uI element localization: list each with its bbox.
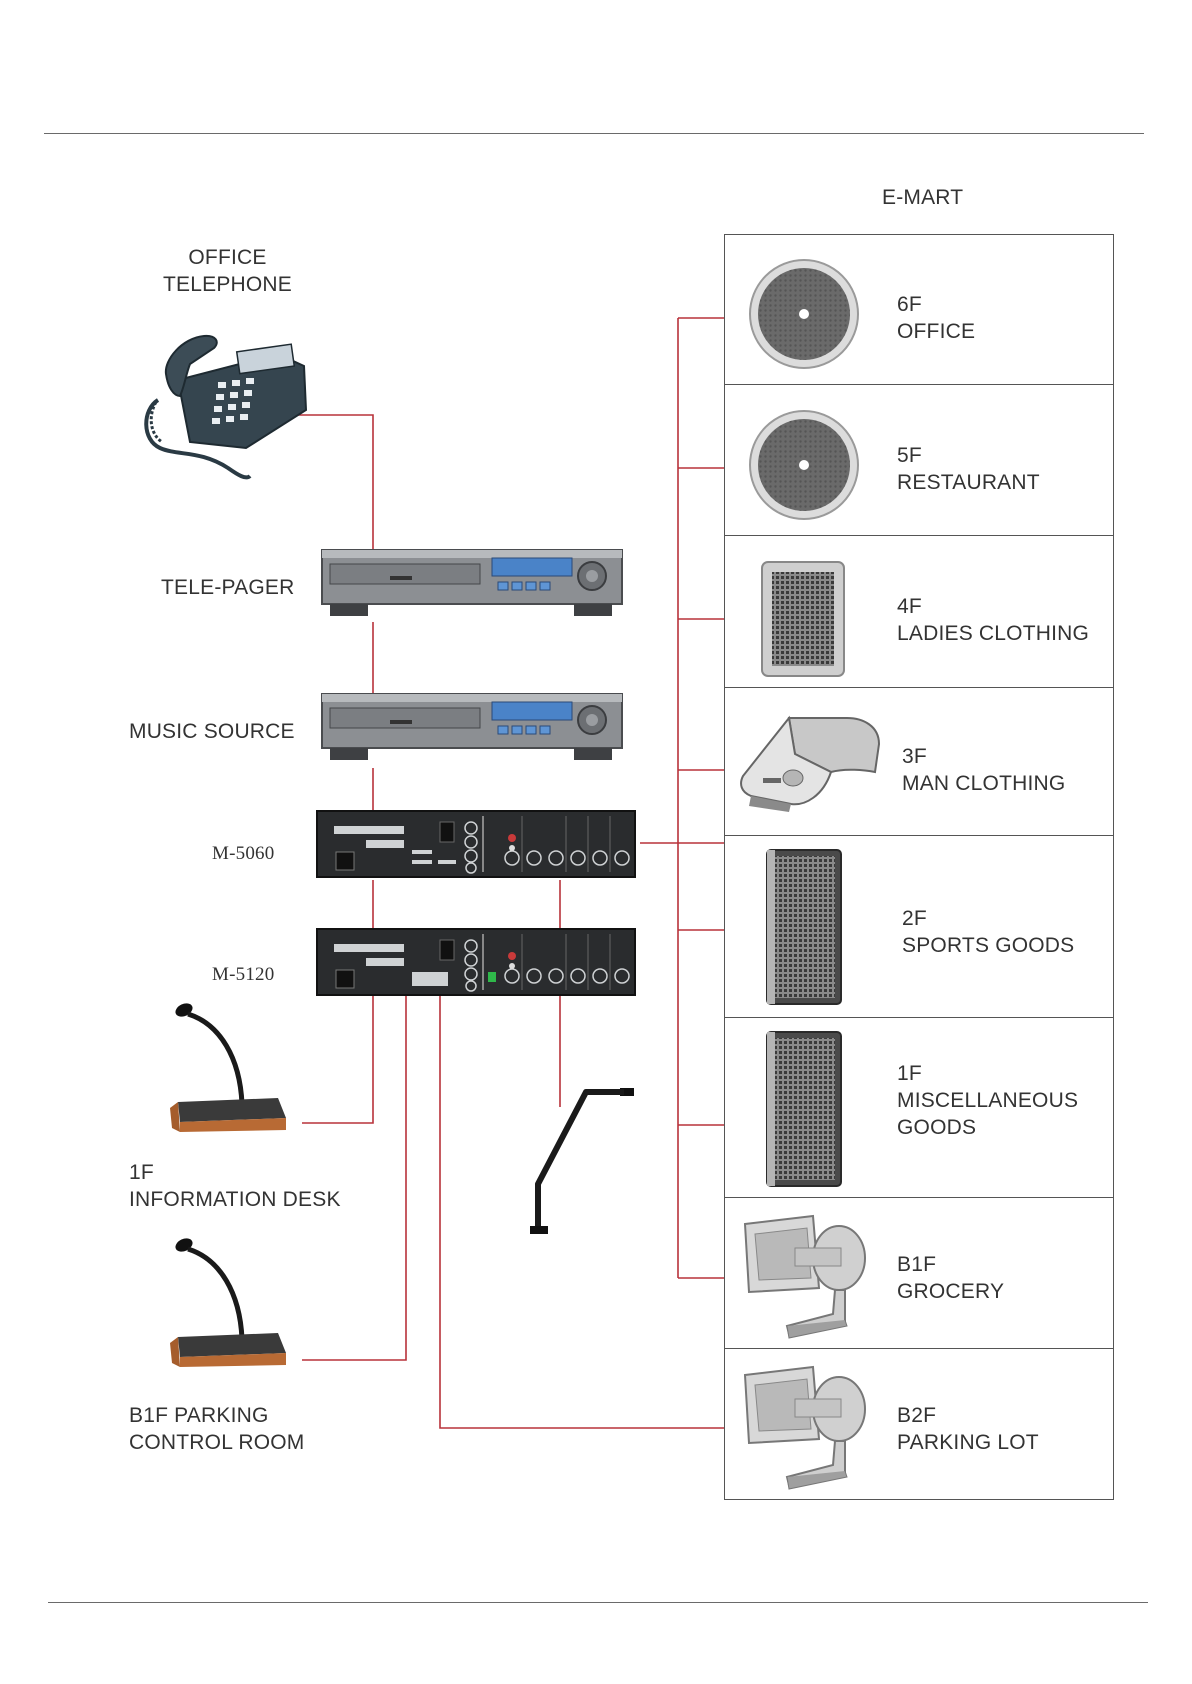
- desk-microphone-icon: [160, 998, 295, 1134]
- horn-speaker-icon: [735, 1365, 875, 1491]
- amp-1-model-label: M-5060: [212, 840, 274, 867]
- amplifier-m5120-device: [316, 928, 638, 998]
- ceiling-speaker-icon: [748, 409, 860, 521]
- diagram-title: E-MART: [882, 184, 963, 211]
- tele-pager-label: TELE-PAGER: [161, 574, 294, 601]
- zone-label-b1f: B1F GROCERY: [897, 1251, 1004, 1305]
- zone-label-3f: 3F MAN CLOTHING: [902, 743, 1065, 797]
- music-source-device: [320, 692, 626, 768]
- column-speaker-icon: [763, 848, 845, 1006]
- zone-label-1f: 1F MISCELLANEOUS GOODS: [897, 1060, 1078, 1141]
- horn-speaker-icon: [735, 1214, 875, 1340]
- info-desk-label: 1F INFORMATION DESK: [129, 1159, 341, 1213]
- zone-label-4f: 4F LADIES CLOTHING: [897, 593, 1089, 647]
- tele-pager-device: [320, 548, 626, 624]
- zone-label-2f: 2F SPORTS GOODS: [902, 905, 1074, 959]
- zone-label-5f: 5F RESTAURANT: [897, 442, 1040, 496]
- ceiling-speaker-icon: [748, 258, 860, 370]
- parking-control-label: B1F PARKING CONTROL ROOM: [129, 1402, 304, 1456]
- office-telephone-label: OFFICE TELEPHONE: [155, 244, 300, 298]
- gooseneck-microphone-icon: [520, 1088, 640, 1238]
- music-source-label: MUSIC SOURCE: [129, 718, 295, 745]
- surface-mount-speaker-icon: [735, 710, 885, 814]
- amplifier-m5060-device: [316, 810, 638, 880]
- desk-microphone-icon: [160, 1233, 295, 1369]
- amp-2-model-label: M-5120: [212, 961, 274, 988]
- telephone-icon: [138, 330, 308, 480]
- zone-label-b2f: B2F PARKING LOT: [897, 1402, 1039, 1456]
- column-speaker-icon: [763, 1030, 845, 1188]
- zone-label-6f: 6F OFFICE: [897, 291, 975, 345]
- wall-grille-speaker-icon: [760, 560, 846, 678]
